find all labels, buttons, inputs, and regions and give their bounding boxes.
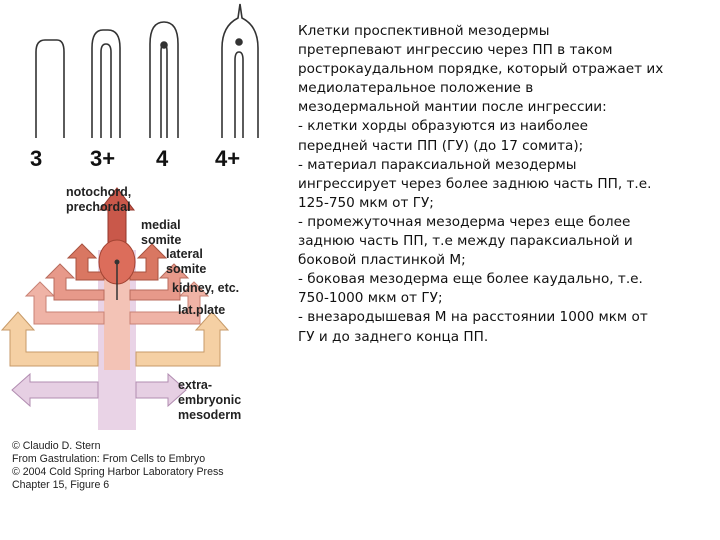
stage-label-4: 4: [156, 146, 169, 171]
label-mesoderm: mesoderm: [178, 408, 241, 422]
text-line: - внезародышевая М на расстоянии 1000 мк…: [298, 308, 710, 327]
text-line: 750-1000 мкм от ГУ;: [298, 289, 710, 308]
credit-line: © Claudio D. Stern: [12, 440, 282, 453]
label-embryonic: embryonic: [178, 393, 241, 407]
text-line: передней части ПП (ГУ) (до 17 сомита);: [298, 137, 710, 156]
stage-3-streak: [36, 40, 64, 138]
text-line: боковой пластинкой М;: [298, 251, 710, 270]
text-line: ГУ и до заднего конца ПП.: [298, 328, 710, 347]
label-lat-plate: lat.plate: [178, 303, 225, 317]
credit-line: From Gastrulation: From Cells to Embryo: [12, 453, 282, 466]
label-medial: medial: [141, 218, 181, 232]
label-notochord: notochord,: [66, 185, 131, 199]
stage-label-4plus: 4+: [215, 146, 240, 171]
text-line: мезодермальной мантии после ингрессии:: [298, 98, 710, 117]
figure-credits: © Claudio D. Stern From Gastrulation: Fr…: [12, 440, 282, 492]
label-kidney: kidney, etc.: [172, 281, 239, 295]
label-prechordal: prechordal: [66, 200, 131, 214]
node-pit: [115, 260, 120, 265]
stage-3plus-streak: [92, 30, 120, 138]
text-line: претерпевают ингрессию через ПП в таком: [298, 41, 710, 60]
text-line: Клетки проспективной мезодермы: [298, 22, 710, 41]
credit-line: © 2004 Cold Spring Harbor Laboratory Pre…: [12, 466, 282, 479]
text-line: медиолатеральное положение в: [298, 79, 710, 98]
text-line: - клетки хорды образуются из наиболее: [298, 117, 710, 136]
text-line: - боковая мезодерма еще более каудально,…: [298, 270, 710, 289]
label-lateral: lateral: [166, 247, 203, 261]
text-line: - материал параксиальной мезодермы: [298, 156, 710, 175]
stage-label-3: 3: [30, 146, 42, 171]
stage-4-streak: [150, 22, 178, 138]
stage-label-3plus: 3+: [90, 146, 115, 171]
text-line: - промежуточная мезодерма через еще боле…: [298, 213, 710, 232]
label-extra: extra-: [178, 378, 212, 392]
text-line: заднюю часть ПП, т.е между параксиальной…: [298, 232, 710, 251]
label-lateral-somite: somite: [166, 262, 206, 276]
text-line: 125-750 мкм от ГУ;: [298, 194, 710, 213]
description-text: Клетки проспективной мезодермы претерпев…: [298, 22, 710, 347]
text-line: ростро­каудальном порядке, который отраж…: [298, 60, 710, 79]
stage-4plus-streak: [222, 4, 258, 138]
credit-line: Chapter 15, Figure 6: [12, 479, 282, 492]
text-line: ингрессирует через более заднюю часть ПП…: [298, 175, 710, 194]
label-medial-somite: somite: [141, 233, 181, 247]
